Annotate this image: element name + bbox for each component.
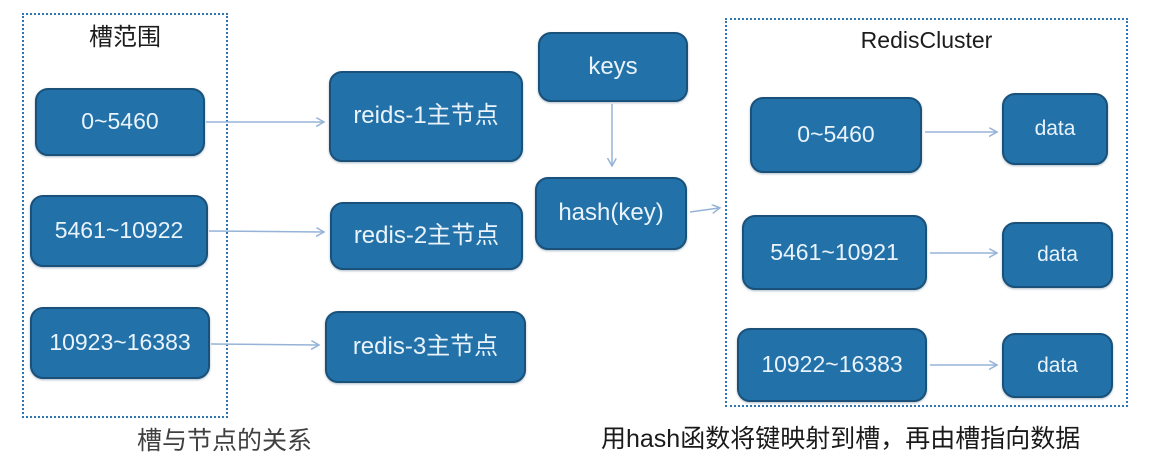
data-box: data (1002, 222, 1113, 288)
hash-key-box: hash(key) (535, 177, 687, 250)
keys-box: keys (538, 32, 688, 102)
cluster-slot-box: 5461~10921 (742, 215, 927, 290)
cluster-slot-box: 10922~16383 (737, 328, 927, 402)
cluster-slot-box: 0~5460 (750, 97, 922, 173)
data-box: data (1002, 93, 1108, 165)
data-box: data (1002, 333, 1113, 398)
slot-range-panel (22, 13, 228, 418)
slot-box: 0~5460 (35, 88, 205, 156)
master-node-box: redis-3主节点 (325, 311, 526, 383)
slot-box: 10923~16383 (30, 307, 210, 379)
right-caption: 用hash函数将键映射到槽，再由槽指向数据 (601, 425, 1081, 453)
redis-cluster-panel (725, 18, 1128, 407)
left-caption: 槽与节点的关系 (137, 427, 313, 455)
arrow-hash-to-cluster (689, 208, 719, 212)
slot-box: 5461~10922 (30, 195, 208, 267)
redis-cluster-panel-title: RedisCluster (860, 27, 993, 53)
master-node-box: redis-2主节点 (330, 202, 523, 270)
master-node-box: reids-1主节点 (329, 71, 523, 162)
slot-range-panel-title: 槽范围 (89, 24, 161, 51)
